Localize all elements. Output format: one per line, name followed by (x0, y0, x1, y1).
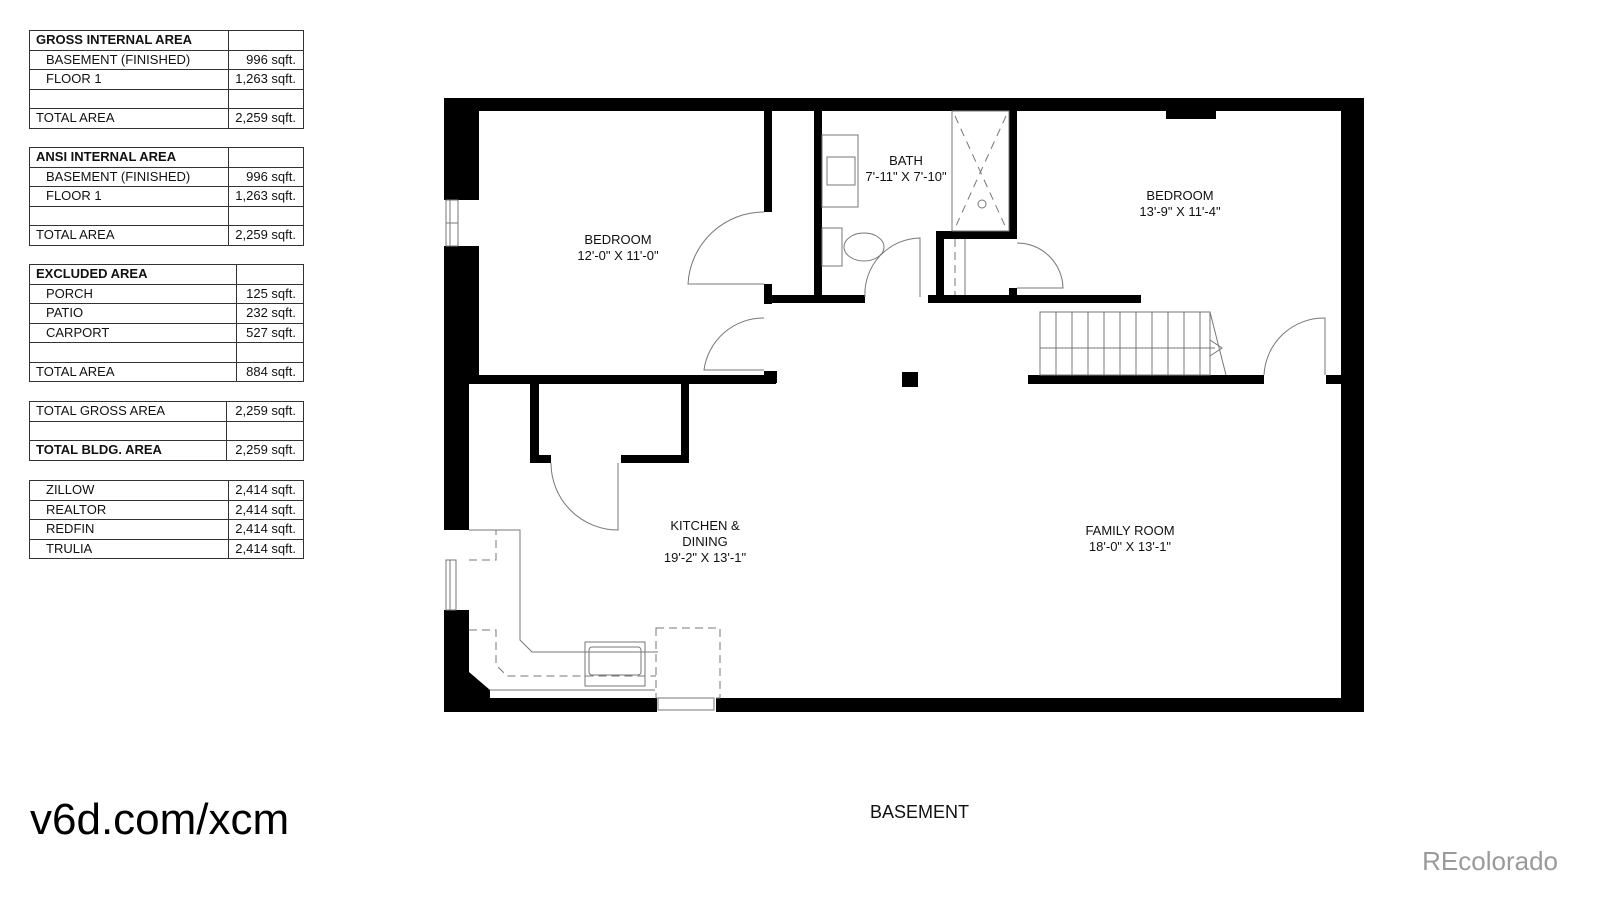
room-size: 13'-9" X 11'-4" (1139, 204, 1221, 219)
room-name: BEDROOM (584, 232, 652, 247)
room-label-bedroom-1: BEDROOM 12'-0" X 11'-0" (577, 232, 658, 264)
table-row-label: BASEMENT (FINISHED) (28, 166, 230, 187)
room-size: 18'-0" X 13'-1" (1088, 539, 1172, 554)
brand-watermark: REcolorado (1422, 846, 1558, 876)
tour-url: v6d.com/xcm (30, 795, 290, 844)
total-label: TOTAL AREA (28, 225, 230, 246)
room-size: 12'-0" X 11'-0" (577, 248, 659, 263)
room-size: 19'-2" X 13'-1" (663, 550, 747, 565)
total-label: TOTAL AREA (28, 108, 230, 129)
room-size: 7'-11" X 7'-10" (865, 169, 947, 184)
total-value: 884 sqft. (236, 361, 304, 382)
room-label-bath: BATH 7'-11" X 7'-10" (865, 153, 946, 185)
table-row-label: CARPORT (29, 322, 237, 343)
total-label: TOTAL AREA (29, 361, 237, 382)
table-row-label: TRULIA (28, 538, 230, 559)
room-name: FAMILY ROOM (1085, 523, 1175, 538)
total-gross-label: TOTAL GROSS AREA (29, 401, 227, 422)
room-name: BATH (889, 153, 923, 168)
fixtures (445, 110, 1326, 711)
table-row-value: 996 sqft. (228, 166, 304, 187)
total-bldg-label: TOTAL BLDG. AREA (29, 440, 227, 461)
room-name: KITCHEN & (670, 518, 740, 533)
table-row-value: 125 sqft. (236, 283, 304, 304)
walls (444, 98, 1364, 712)
room-name: BEDROOM (1146, 188, 1214, 203)
total-bldg-value: 2,259 sqft. (226, 440, 304, 461)
room-label-bedroom-2: BEDROOM 13'-9" X 11'-4" (1139, 188, 1220, 220)
table-title: ANSI INTERNAL AREA (28, 147, 230, 168)
room-label-kitchen-dining: KITCHEN & DINING 19'-2" X 13'-1" (664, 518, 746, 566)
ansi-internal-area-table: ANSI INTERNAL AREA BASEMENT (FINISHED)99… (28, 147, 304, 246)
gross-internal-area-table: GROSS INTERNAL AREA BASEMENT (FINISHED)9… (28, 30, 304, 129)
table-row-value: 2,414 sqft. (228, 538, 304, 559)
total-value: 2,259 sqft. (228, 225, 304, 246)
table-row-label: FLOOR 1 (28, 69, 230, 90)
floor-label: BASEMENT (870, 802, 970, 822)
table-row-label: REDFIN (28, 519, 230, 540)
table-row-value: 1,263 sqft. (228, 69, 304, 90)
table-row-value: 232 sqft. (236, 303, 304, 324)
room-name-line2: DINING (682, 534, 728, 549)
total-gross-value: 2,259 sqft. (226, 401, 304, 422)
room-label-family-room: FAMILY ROOM 18'-0" X 13'-1" (1085, 523, 1174, 555)
total-value: 2,259 sqft. (228, 108, 304, 129)
